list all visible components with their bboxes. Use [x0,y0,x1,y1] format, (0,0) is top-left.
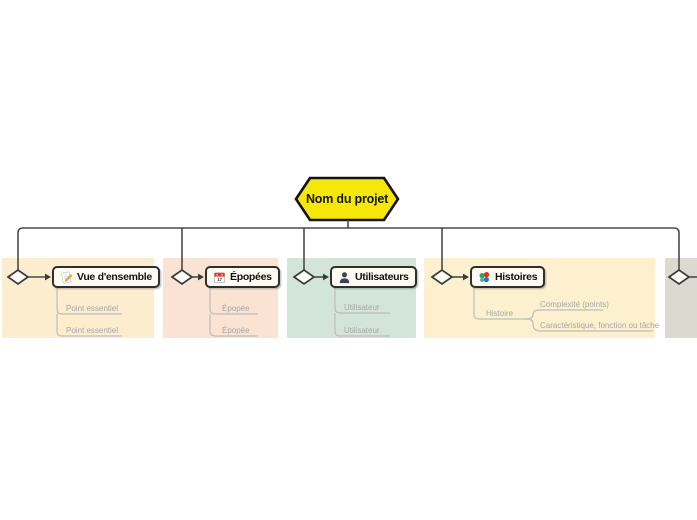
collapse-diamond-epics[interactable] [170,268,194,286]
topic-stories[interactable]: Histoires [470,266,546,288]
subtopic-user-1[interactable]: Utilisateur [344,303,380,312]
subtopic-story[interactable]: Histoire [486,309,514,318]
topic-epics-label: Épopées [230,271,272,283]
svg-text:17: 17 [217,277,222,282]
subtopic-key-point-2[interactable]: Point essentiel [66,326,119,335]
topic-epics[interactable]: 17 Épopées [205,266,280,288]
calendar-icon: 17 [214,271,225,283]
branch-area-clipped [665,258,697,338]
pinwheel-icon [479,271,490,282]
subtopic-key-point-1[interactable]: Point essentiel [66,304,119,313]
subtopic-feature[interactable]: Caractéristique, fonction ou tâche [540,321,660,330]
topic-stories-label: Histoires [495,271,538,283]
root-topic-label[interactable]: Nom du projet [305,192,389,206]
collapse-diamond-stories[interactable] [430,268,454,286]
root-hexagon[interactable] [294,176,400,222]
collapse-diamond-clipped[interactable] [667,268,691,286]
subtopic-epic-2[interactable]: Épopée [222,326,250,335]
topic-overview[interactable]: Vue d'ensemble [52,266,160,288]
subtopic-user-2[interactable]: Utilisateur [344,326,380,335]
topic-overview-label: Vue d'ensemble [77,271,152,283]
collapse-diamond-overview[interactable] [6,268,30,286]
subtopic-complexity[interactable]: Complexité (points) [540,300,609,309]
subtopic-epic-1[interactable]: Épopée [222,304,250,313]
collapse-diamond-users[interactable] [292,268,316,286]
memo-icon [61,271,73,283]
topic-users-label: Utilisateurs [355,271,409,283]
topic-users[interactable]: Utilisateurs [330,266,417,288]
user-icon [339,271,350,283]
